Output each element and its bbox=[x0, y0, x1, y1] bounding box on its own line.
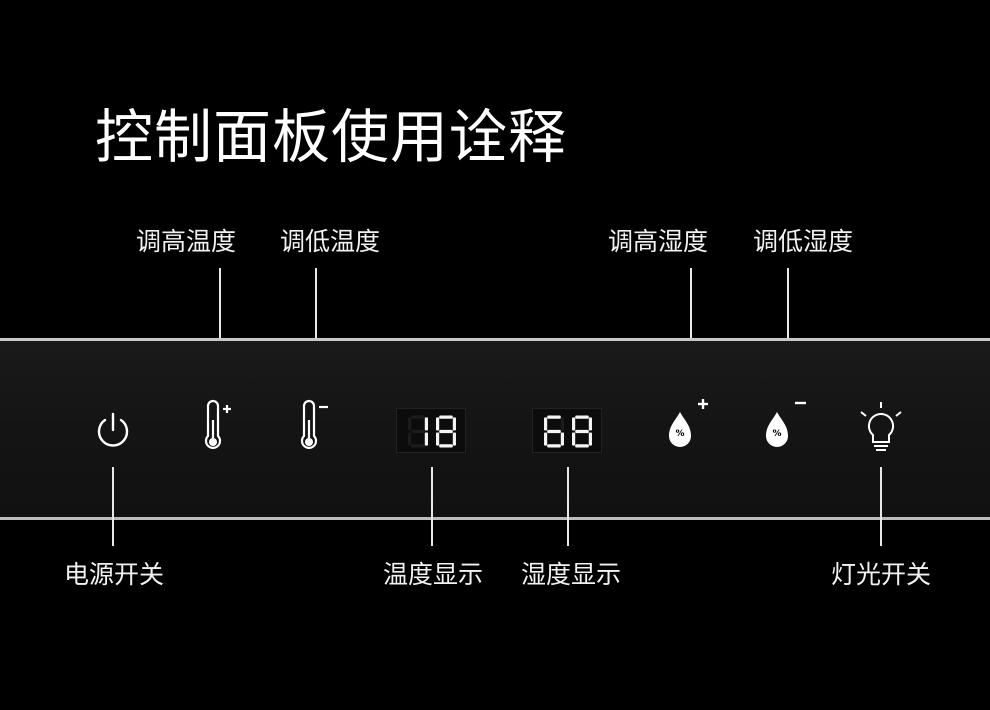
lcd-segment-b bbox=[588, 417, 592, 431]
temperature-digits bbox=[408, 415, 456, 448]
lcd-segment-g bbox=[547, 429, 561, 434]
lcd-segment-g bbox=[439, 429, 453, 434]
svg-text:%: % bbox=[772, 429, 781, 439]
connector-light bbox=[880, 467, 882, 546]
lcd-segment-e bbox=[436, 432, 440, 446]
lcd-segment-f bbox=[544, 417, 548, 431]
lcd-segment-b bbox=[560, 417, 564, 431]
humidity-digits bbox=[544, 415, 592, 448]
lcd-segment-e bbox=[572, 432, 576, 446]
label-temp-up: 调高温度 bbox=[135, 227, 237, 256]
label-humidity-display: 湿度显示 bbox=[520, 560, 622, 589]
lcd-segment-f bbox=[436, 417, 440, 431]
label-light: 灯光开关 bbox=[830, 560, 932, 589]
humidity-minus-icon[interactable]: % bbox=[760, 395, 810, 455]
lcd-segment-b bbox=[424, 417, 428, 431]
label-temp-down: 调低温度 bbox=[279, 227, 381, 256]
lcd-segment-e bbox=[544, 432, 548, 446]
humidity-display bbox=[532, 408, 602, 453]
page-title: 控制面板使用诠释 bbox=[95, 103, 568, 171]
connector-humidity-down bbox=[787, 268, 789, 372]
svg-text:%: % bbox=[675, 429, 684, 439]
label-power: 电源开关 bbox=[63, 560, 165, 589]
control-panel bbox=[0, 338, 990, 520]
lcd-segment-g bbox=[411, 429, 425, 434]
lcd-segment-d bbox=[439, 444, 453, 448]
power-icon[interactable] bbox=[93, 410, 133, 450]
lcd-segment-g bbox=[575, 429, 589, 434]
lcd-segment-f bbox=[408, 417, 412, 431]
lcd-segment-a bbox=[439, 415, 453, 419]
label-humidity-up: 调高湿度 bbox=[607, 227, 709, 256]
lcd-segment-d bbox=[575, 444, 589, 448]
thermometer-plus-icon[interactable] bbox=[197, 398, 237, 458]
lcd-segment-b bbox=[452, 417, 456, 431]
label-humidity-down: 调低湿度 bbox=[752, 227, 854, 256]
lcd-segment-f bbox=[572, 417, 576, 431]
connector-humidity-display bbox=[567, 467, 569, 546]
lcd-segment-d bbox=[547, 444, 561, 448]
connector-humidity-up bbox=[690, 268, 692, 372]
connector-temp-display bbox=[431, 467, 433, 546]
temperature-display bbox=[396, 408, 466, 453]
lcd-segment-c bbox=[424, 432, 428, 446]
label-temp-display: 温度显示 bbox=[382, 560, 484, 589]
lcd-segment-a bbox=[411, 415, 425, 419]
lcd-segment-d bbox=[411, 444, 425, 448]
lcd-segment-c bbox=[588, 432, 592, 446]
connector-power bbox=[112, 467, 114, 546]
lcd-segment-e bbox=[408, 432, 412, 446]
connector-temp-up bbox=[219, 268, 221, 372]
lcd-segment-c bbox=[452, 432, 456, 446]
lcd-segment-a bbox=[575, 415, 589, 419]
lcd-segment-c bbox=[560, 432, 564, 446]
thermometer-minus-icon[interactable] bbox=[293, 398, 333, 458]
light-bulb-icon[interactable] bbox=[855, 400, 907, 462]
connector-temp-down bbox=[315, 268, 317, 372]
humidity-plus-icon[interactable]: % bbox=[663, 395, 713, 455]
lcd-segment-a bbox=[547, 415, 561, 419]
